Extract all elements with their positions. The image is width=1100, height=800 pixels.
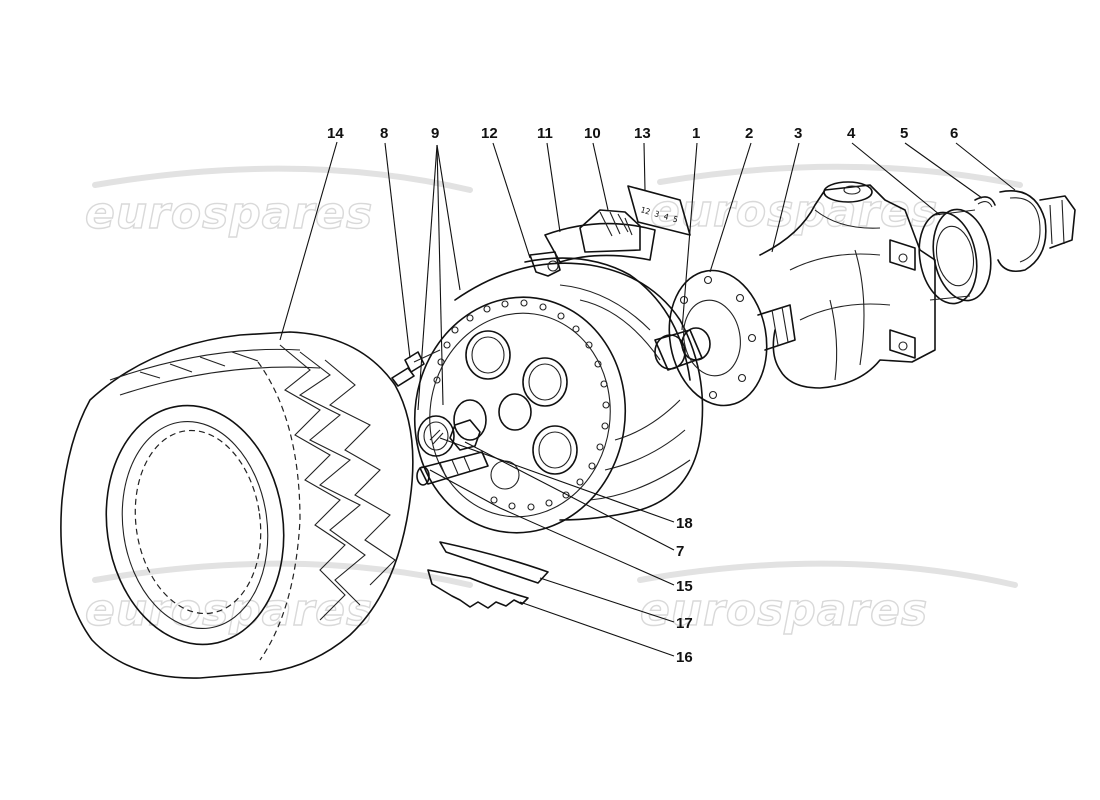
bearing	[918, 208, 992, 305]
callout-8: 8	[380, 125, 388, 142]
callout-17: 17	[676, 615, 693, 632]
callout-12: 12	[481, 125, 498, 142]
wheel-stud	[416, 451, 489, 486]
leader-lines	[279, 141, 1016, 657]
callout-9: 9	[431, 125, 439, 142]
shim-strip	[439, 541, 549, 584]
callout-16: 16	[676, 649, 693, 666]
hub-carrier	[759, 181, 936, 389]
clip	[529, 251, 561, 277]
callout-15: 15	[676, 578, 693, 595]
circlip	[974, 196, 996, 208]
svg-text:eurospares: eurospares	[85, 188, 373, 239]
callout-10: 10	[584, 125, 601, 142]
callout-1: 1	[692, 125, 700, 142]
seal-ring	[997, 190, 1076, 273]
callout-numbers: 14 8 9 12 11 10 13 1 2 3 4 5 6 18 7 15 1…	[327, 125, 958, 666]
valve	[391, 349, 441, 387]
watermark-upper: eurospares eurospares	[84, 163, 1023, 240]
balance-weight-block	[579, 209, 641, 253]
callout-18: 18	[676, 515, 693, 532]
watermark-lower: eurospares eurospares	[84, 560, 1018, 637]
callout-14: 14	[327, 125, 344, 142]
callout-4: 4	[847, 125, 856, 142]
toothed-strip	[427, 569, 529, 609]
tyre	[60, 331, 414, 679]
callout-11: 11	[537, 125, 553, 142]
callout-7: 7	[676, 543, 684, 560]
hub-flange	[668, 269, 796, 407]
svg-text:eurospares: eurospares	[85, 585, 373, 636]
callout-2: 2	[745, 125, 753, 142]
callout-5: 5	[900, 125, 908, 142]
wheel-rim	[413, 257, 704, 534]
svg-text:eurospares: eurospares	[640, 585, 928, 636]
hub-cap	[654, 327, 711, 371]
nut	[449, 419, 481, 451]
callout-3: 3	[794, 125, 802, 142]
plate-strip	[544, 222, 656, 263]
centre-cap	[417, 415, 455, 457]
svg-text:eurospares: eurospares	[650, 186, 938, 237]
callout-13: 13	[634, 125, 651, 142]
callout-6: 6	[950, 125, 958, 142]
